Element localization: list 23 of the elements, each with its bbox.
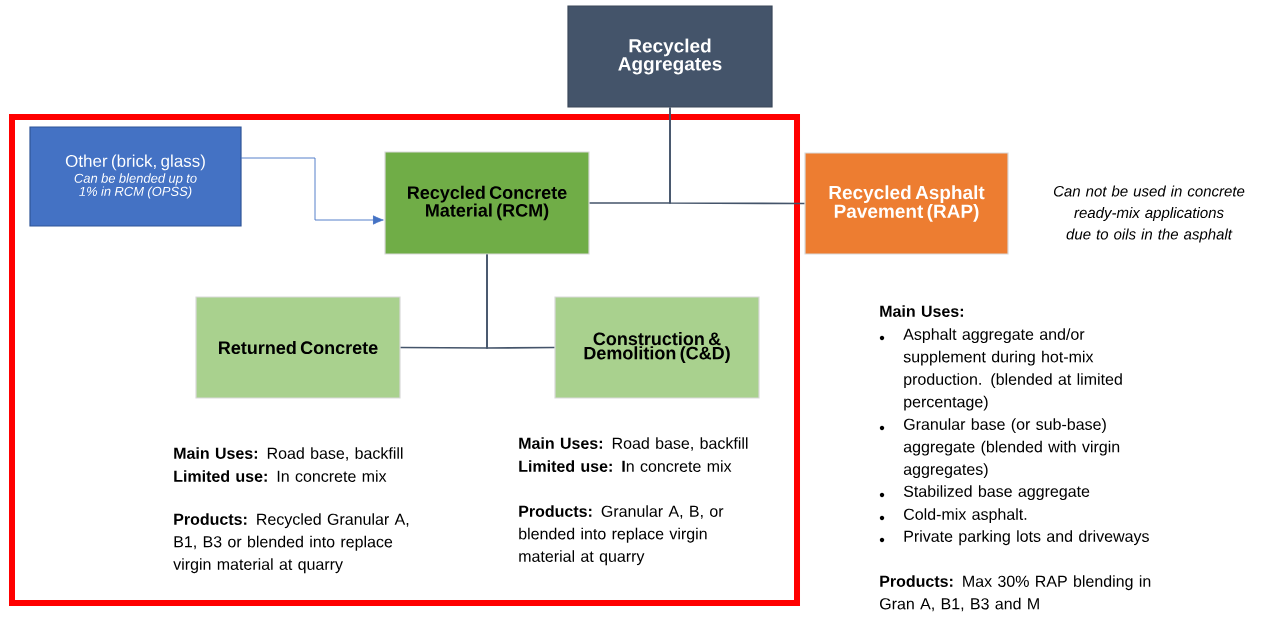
side-note: Can not be used in concrete ready-mix applications due to oils in the asphalt — [1053, 185, 1245, 243]
note-text: Private parking lots and driveways — [904, 530, 1149, 546]
note-text: Asphalt aggregate and/or supplement during hot-mix production. (blended at limited percentage) — [903, 328, 1122, 411]
note-text: Limited use: In concrete mix — [519, 460, 732, 472]
connector-line — [669, 106, 806, 205]
process-box: Returned Concrete — [195, 296, 401, 399]
process-box: Recycled Aggregates — [567, 5, 773, 108]
process-box: Construction & Demolition (C&D) — [554, 296, 760, 399]
process-box: Other (brick, glass) Can be blended up to 1% in RCM (OPSS) — [29, 126, 242, 227]
note-text: Granular base (or sub-base) aggregate (blended with virgin aggregates) — [903, 418, 1120, 479]
note-text: Main Uses: Road base, backfill — [174, 447, 403, 461]
note-text: Products: Max 30% RAP blending in Gran A, B1, B3 and M — [880, 575, 1151, 612]
process-box: Recycled Asphalt Pavement (RAP) — [804, 152, 1009, 255]
arrow — [240, 157, 384, 225]
note-text: Main Uses: Road base, backfill — [519, 437, 748, 451]
note-text: Products: Recycled Granular A, B1, B3 or blended into replace virgin material at quarry — [173, 513, 409, 574]
note-text: Cold-mix asphalt. — [904, 508, 1027, 524]
note-text: Products: Granular A, B, or blended into replace virgin material at quarry — [519, 505, 724, 566]
connector-line — [486, 253, 556, 349]
process-box: Recycled Concrete Material (RCM) — [384, 151, 590, 255]
note-text: Limited use: In concrete mix — [174, 470, 387, 482]
note-text: Stabilized base aggregate — [903, 485, 1090, 501]
note-text: Main Uses: — [880, 305, 963, 317]
